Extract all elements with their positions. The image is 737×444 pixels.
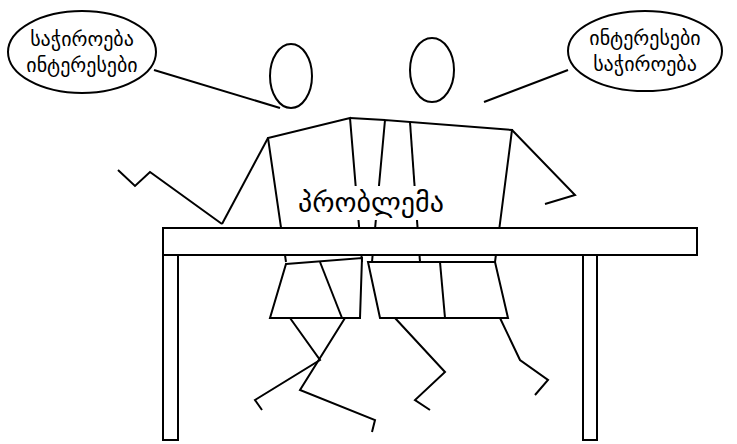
shoulder (350, 118, 385, 120)
shorts-line (440, 262, 445, 318)
shorts (270, 258, 362, 318)
speech-bubble: ინტერესები საჭიროება (567, 10, 723, 92)
table-leg (583, 255, 597, 440)
bubble-ellipse (568, 11, 722, 91)
bubble-outline (567, 10, 723, 92)
bubble-text: ინტერესები საჭიროება (585, 25, 705, 77)
speech-bubble: საჭიროება ინტერესები (7, 10, 157, 94)
bubble-text: საჭიროება ინტერესები (22, 26, 142, 78)
table-leg (163, 255, 178, 440)
shorts-line (320, 262, 342, 318)
arm (222, 138, 268, 224)
leg (255, 318, 320, 410)
leg (500, 318, 548, 395)
shorts (368, 262, 508, 318)
head (410, 38, 454, 102)
leader-line (484, 70, 568, 102)
arm (512, 130, 575, 204)
problem-label: პრობლემა (296, 186, 446, 220)
bubble-outline (7, 10, 157, 94)
leg (300, 318, 375, 432)
head (270, 44, 312, 108)
leg (395, 318, 445, 410)
bubble-ellipse (8, 11, 156, 93)
arm (118, 170, 222, 224)
leader-line (154, 70, 280, 108)
table-top (163, 228, 697, 255)
